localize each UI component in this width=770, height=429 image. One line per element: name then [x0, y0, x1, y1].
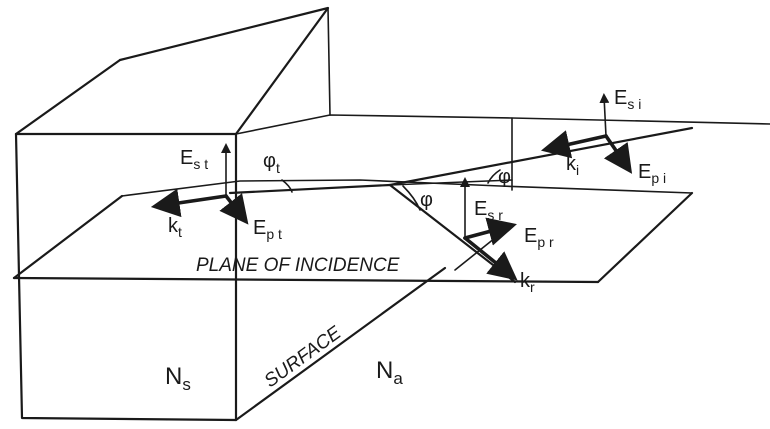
label-e-si: Es i	[614, 87, 641, 112]
label-k-t: kt	[168, 215, 182, 240]
box-right-bottom	[234, 266, 447, 422]
label-e-st: Es t	[180, 147, 208, 172]
label-phi-reflected: φ	[420, 189, 433, 211]
phi-arc-2	[402, 185, 421, 211]
k-i-arrow	[540, 130, 608, 159]
label-e-sr: Es r	[474, 198, 503, 223]
top-plane-edge	[235, 114, 770, 135]
phi-arc-1	[487, 169, 501, 184]
label-k-r: kr	[520, 270, 535, 295]
label-e-pr: Ep r	[524, 225, 554, 250]
label-phi-incident: φ	[498, 166, 511, 188]
k-r-arrow	[463, 236, 518, 281]
e-pi-arrow	[603, 134, 633, 174]
incident-vectors	[540, 93, 633, 174]
label-e-pt: Ep t	[253, 217, 282, 242]
phi-t-arc	[281, 179, 293, 193]
label-k-i: ki	[566, 153, 579, 178]
substrate-box	[14, 6, 447, 422]
label-phi-t: φt	[263, 150, 280, 176]
label-n-s: Ns	[165, 363, 191, 394]
transmitted-vectors	[150, 143, 249, 225]
label-surface: SURFACE	[261, 322, 346, 392]
box-back-edge	[327, 7, 331, 116]
e-pr-arrow	[463, 217, 517, 246]
box-top-back	[14, 6, 330, 136]
label-plane-of-incidence: PLANE OF INCIDENCE	[196, 255, 400, 276]
normal-line	[389, 179, 513, 186]
plane-left-edge	[12, 194, 124, 280]
plane-back-edge	[121, 179, 693, 197]
e-pt-arrow	[219, 193, 249, 225]
reflected-vectors	[460, 177, 518, 281]
plane-front-edge	[12, 276, 600, 284]
transmitted-ray	[228, 183, 392, 195]
surface-plane	[12, 114, 770, 284]
k-t-arrow	[150, 188, 228, 218]
label-e-pi: Ep i	[638, 161, 666, 186]
e-si-arrow	[599, 93, 610, 137]
box-front-face	[14, 132, 238, 422]
reflected-ray	[388, 183, 517, 284]
label-n-a: Na	[376, 357, 403, 388]
plane-right-edge	[596, 191, 694, 284]
